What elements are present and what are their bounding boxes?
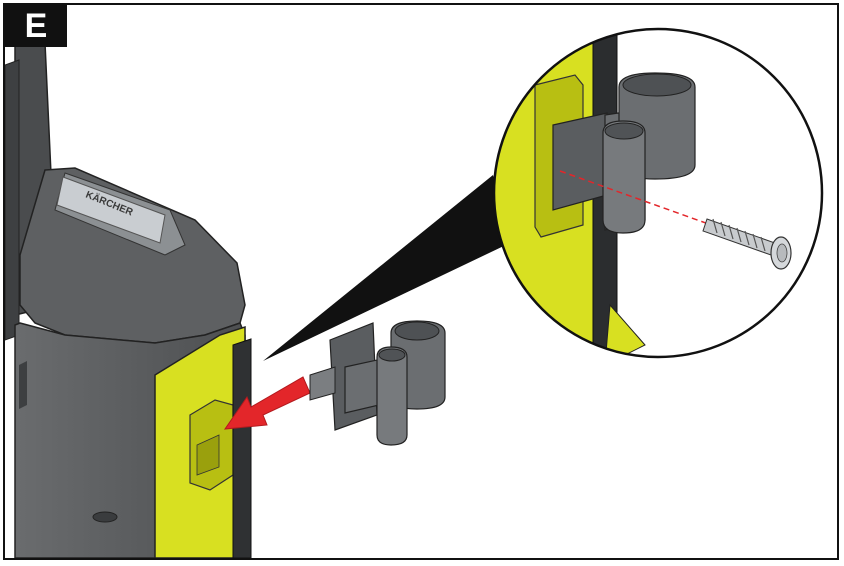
pressure-washer-body: KÄRCHER [5,42,252,558]
zoom-detail [492,27,824,359]
assembly-illustration: KÄRCHER [5,27,824,558]
illustration-frame: KÄRCHER [3,3,839,560]
hose-holder-icon [309,320,446,446]
screw-guide-line [559,170,718,228]
screw-icon [702,218,792,270]
step-badge: E [5,5,67,47]
red-arrow-icon [223,376,311,430]
zoom-leader [263,175,510,361]
